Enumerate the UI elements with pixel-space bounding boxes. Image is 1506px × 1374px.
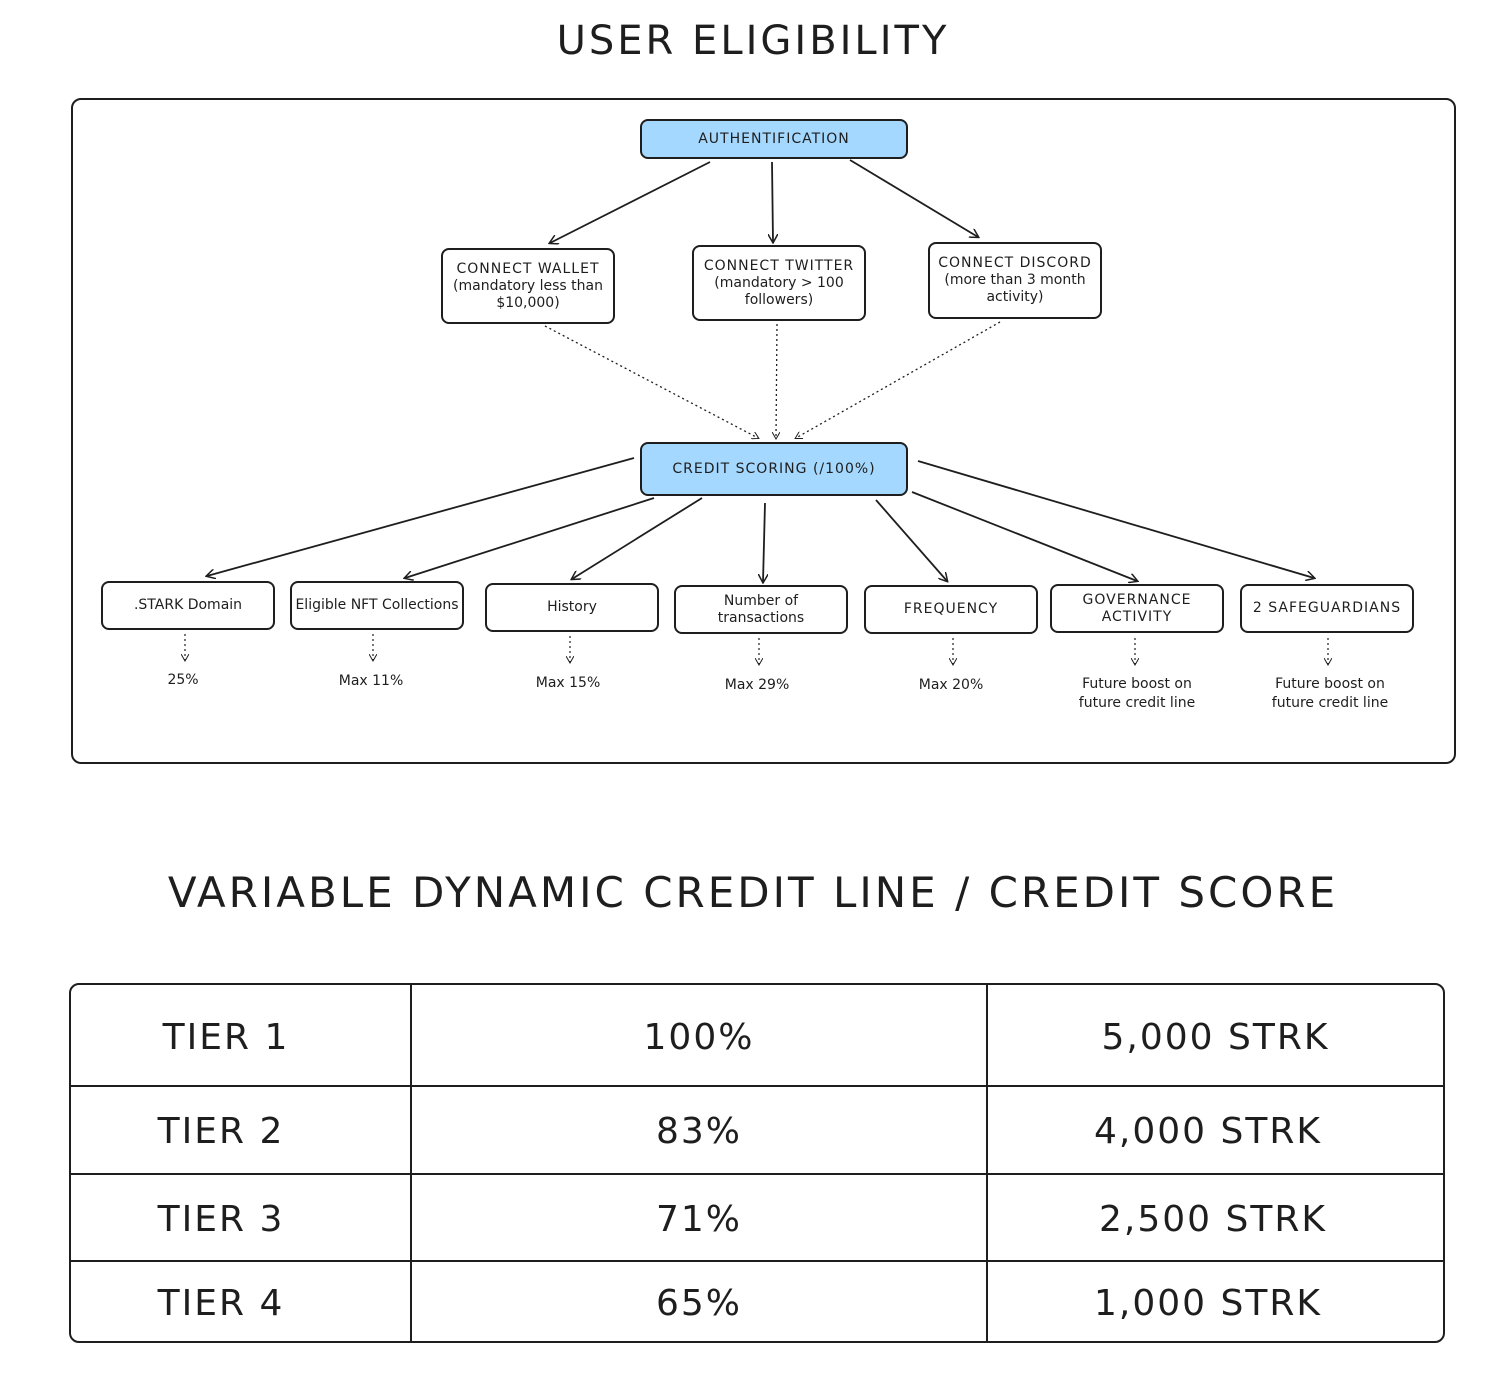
table-row: TIER 4 65% 1,000 STRK (71, 1259, 1443, 1347)
criterion-safeguardians: 2 SAFEGUARDIANS (1240, 584, 1414, 633)
table-row-divider (71, 1173, 1443, 1175)
score-cell: 83% (655, 1110, 742, 1152)
score-cell: 100% (643, 1016, 755, 1058)
criterion-label: FREQUENCY (903, 601, 999, 617)
tier-cell: TIER 3 (157, 1198, 285, 1240)
connect-wallet-node: CONNECT WALLET (mandatory less than $10,… (441, 248, 615, 324)
weight-transactions: Max 29% (724, 677, 790, 693)
table-row-divider (71, 1260, 1443, 1262)
table-row: TIER 3 71% 2,500 STRK (71, 1175, 1443, 1263)
weight-stark-domain: 25% (167, 672, 199, 688)
credit-line-title: VARIABLE DYNAMIC CREDIT LINE / CREDIT SC… (167, 868, 1339, 917)
criterion-history: History (485, 583, 659, 632)
tier-cell: TIER 4 (157, 1282, 285, 1324)
criterion-number-of-transactions: Number of transactions (674, 585, 848, 634)
connect-twitter-title: CONNECT TWITTER (703, 257, 855, 274)
weight-governance: Future boost on future credit line (1078, 676, 1196, 711)
score-cell: 65% (655, 1282, 742, 1324)
criterion-label: Eligible NFT Collections (295, 597, 459, 613)
criterion-label: GOVERNANCE ACTIVITY (1082, 591, 1192, 625)
table-row: TIER 2 83% 4,000 STRK (71, 1087, 1443, 1175)
eligibility-title: USER ELIGIBILITY (556, 18, 950, 64)
table-row-divider (71, 1085, 1443, 1087)
amount-cell: 5,000 STRK (1101, 1016, 1330, 1058)
criterion-label: History (547, 599, 597, 615)
connect-wallet-detail: (mandatory less than $10,000) (453, 277, 603, 311)
connect-twitter-node: CONNECT TWITTER (mandatory > 100 followe… (692, 245, 866, 321)
criterion-stark-domain: .STARK Domain (101, 581, 275, 630)
amount-cell: 2,500 STRK (1099, 1198, 1327, 1240)
weight-safeguardians: Future boost on future credit line (1271, 676, 1389, 711)
criterion-label: .STARK Domain (133, 597, 243, 613)
table-column-divider (410, 985, 412, 1341)
weight-frequency: Max 20% (918, 677, 984, 693)
criterion-label: 2 SAFEGUARDIANS (1252, 600, 1402, 616)
amount-cell: 4,000 STRK (1094, 1110, 1322, 1152)
credit-scoring-label: CREDIT SCORING (/100%) (672, 460, 876, 477)
connect-discord-node: CONNECT DISCORD (more than 3 month activ… (928, 242, 1102, 319)
tier-cell: TIER 2 (157, 1110, 285, 1152)
weight-nft-collections: Max 11% (338, 673, 404, 689)
connect-twitter-detail: (mandatory > 100 followers) (714, 274, 844, 308)
connect-discord-title: CONNECT DISCORD (938, 255, 1092, 271)
score-cell: 71% (655, 1198, 742, 1240)
criterion-label: Number of transactions (717, 592, 805, 626)
criterion-frequency: FREQUENCY (864, 585, 1038, 634)
tier-table: TIER 1 100% 5,000 STRK TIER 2 83% 4,000 … (69, 983, 1445, 1343)
eligibility-diagram-frame (71, 98, 1456, 764)
credit-scoring-node: CREDIT SCORING (/100%) (640, 442, 908, 496)
criterion-governance-activity: GOVERNANCE ACTIVITY (1050, 584, 1224, 633)
table-column-divider (986, 985, 988, 1341)
connect-discord-detail: (more than 3 month activity) (944, 272, 1086, 305)
connect-wallet-title: CONNECT WALLET (456, 260, 600, 277)
authentication-node: AUTHENTIFICATION (640, 119, 908, 159)
table-row: TIER 1 100% 5,000 STRK (71, 993, 1443, 1081)
amount-cell: 1,000 STRK (1094, 1282, 1322, 1324)
authentication-label: AUTHENTIFICATION (698, 130, 850, 147)
criterion-nft-collections: Eligible NFT Collections (290, 581, 464, 630)
weight-history: Max 15% (535, 675, 601, 691)
tier-cell: TIER 1 (162, 1016, 290, 1058)
